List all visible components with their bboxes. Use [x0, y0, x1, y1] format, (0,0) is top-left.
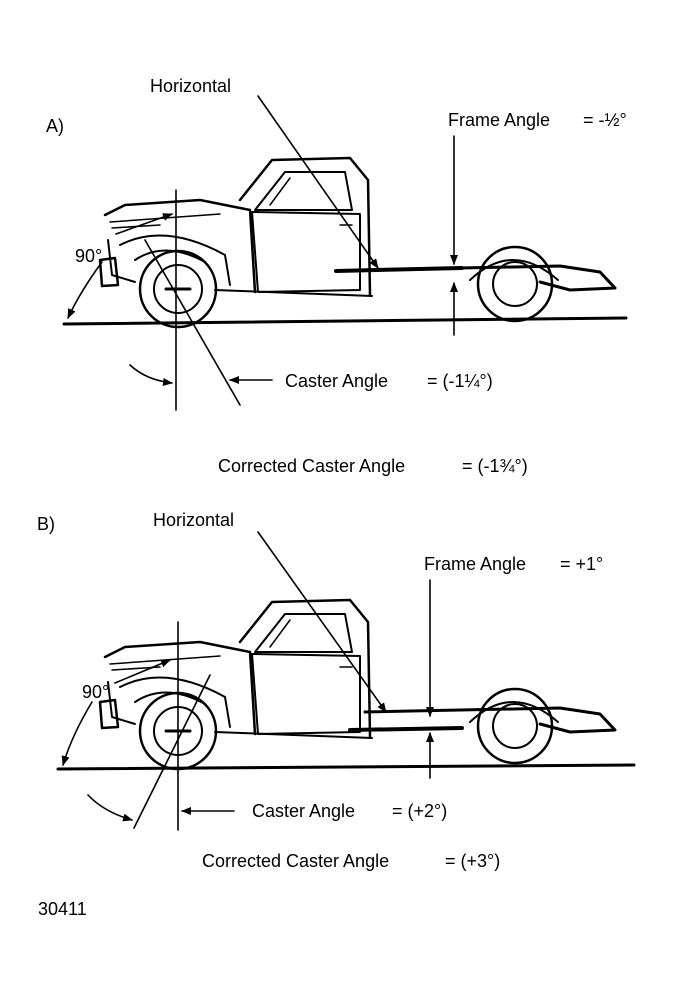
panel-a-corrected-caster-value: = (-1¾°) — [462, 456, 528, 476]
panel-b-ground-line — [56, 763, 636, 771]
panel-b-caster-arc — [87, 794, 133, 822]
panel-b-frame-reference-line — [348, 726, 464, 732]
panel-b-right-angle-arc — [61, 701, 93, 766]
panel-b-tag: B) — [37, 514, 55, 534]
panel-a-corrected-caster-label: Corrected Caster Angle — [218, 456, 405, 476]
panel-a-truck — [98, 156, 617, 329]
panel-a-right-angle-label: 90° — [75, 246, 102, 266]
panel-a-frame-angle-value: = -½° — [583, 110, 627, 130]
panel-a-frame-angle-label: Frame Angle — [448, 110, 550, 130]
panel-a-ground-line — [62, 316, 628, 326]
panel-a-frame-reference-line — [334, 266, 464, 273]
figure-number: 30411 — [38, 899, 87, 919]
panel-a-horizontal-label: Horizontal — [150, 76, 231, 96]
panel-a-caster-angle-label: Caster Angle — [285, 371, 388, 391]
panel-b-right-angle-pointer — [114, 659, 171, 684]
panel-b-corrected-caster-value: = (+3°) — [445, 851, 500, 871]
panel-a-right-angle-pointer — [115, 213, 173, 235]
panel-b-horizontal-label: Horizontal — [153, 510, 234, 530]
panel-b-frame-angle-value: = +1° — [560, 554, 603, 574]
panel-b-frame-angle-label: Frame Angle — [424, 554, 526, 574]
panel-b-corrected-caster-label: Corrected Caster Angle — [202, 851, 389, 871]
panel-a: A) Horizontal Frame Angle = -½° 90° Cast… — [46, 76, 628, 476]
panel-b: B) Horizontal Frame Angle = +1° 90° Cast… — [37, 510, 636, 871]
panel-a-tag: A) — [46, 116, 64, 136]
panel-a-right-angle-arc — [67, 261, 103, 319]
panel-a-horizontal-pointer — [257, 95, 379, 269]
panel-a-caster-angle-value: = (-1¼°) — [427, 371, 493, 391]
panel-a-steering-axis — [144, 239, 241, 406]
panel-b-caster-angle-value: = (+2°) — [392, 801, 447, 821]
panel-b-horizontal-pointer — [257, 531, 387, 713]
panel-b-caster-angle-label: Caster Angle — [252, 801, 355, 821]
panel-a-caster-arc — [129, 364, 173, 386]
panel-b-steering-axis — [133, 674, 211, 829]
panel-b-right-angle-label: 90° — [82, 682, 109, 702]
